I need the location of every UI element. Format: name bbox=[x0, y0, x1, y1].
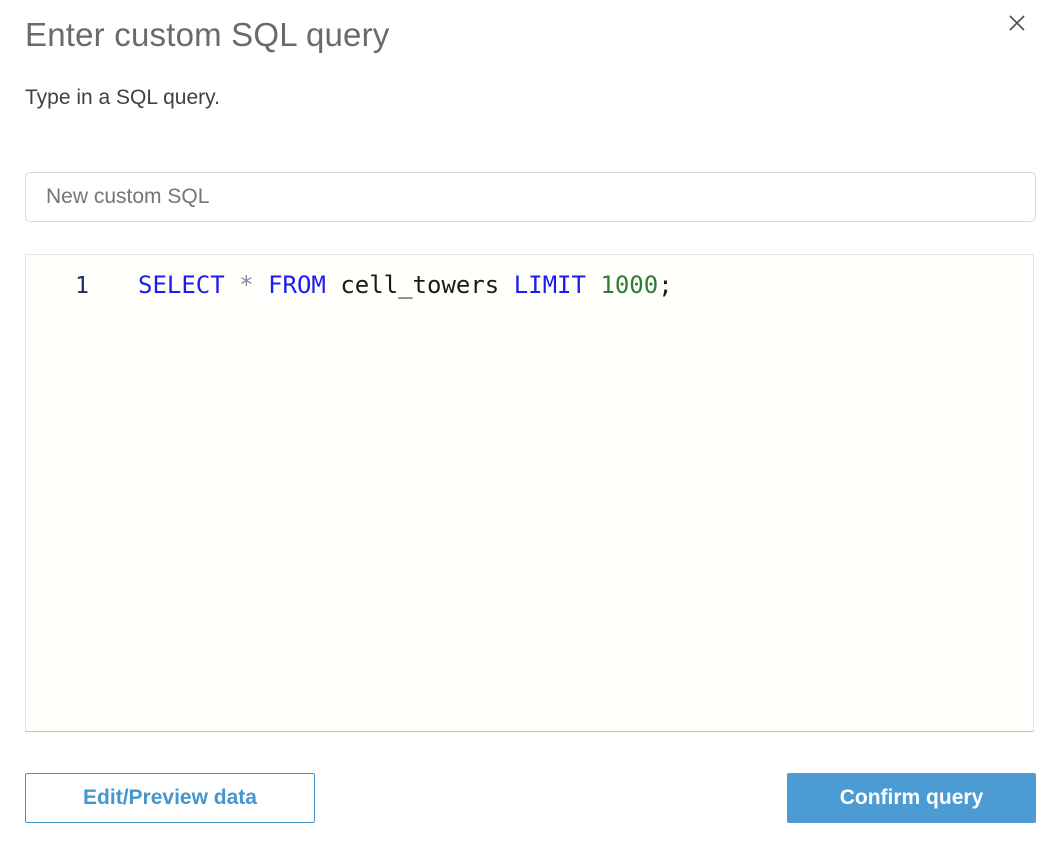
close-icon bbox=[1007, 13, 1027, 33]
confirm-query-button[interactable]: Confirm query bbox=[787, 773, 1036, 823]
line-number: 1 bbox=[75, 273, 89, 299]
sql-token-punctuation: ; bbox=[658, 271, 673, 299]
editor-line: 1 SELECT * FROM cell_towers LIMIT 1000; bbox=[26, 268, 1033, 303]
dialog-title: Enter custom SQL query bbox=[25, 16, 390, 53]
sql-code-line[interactable]: SELECT * FROM cell_towers LIMIT 1000; bbox=[89, 268, 673, 302]
sql-token-keyword: SELECT bbox=[138, 271, 240, 299]
dialog-header: Enter custom SQL query bbox=[25, 0, 1036, 54]
dialog-subtitle: Type in a SQL query. bbox=[25, 86, 220, 109]
edit-preview-data-button[interactable]: Edit/Preview data bbox=[25, 773, 315, 823]
close-button[interactable] bbox=[1000, 6, 1034, 40]
dialog-footer: Edit/Preview data Confirm query bbox=[25, 773, 1036, 823]
sql-token-keyword: FROM bbox=[268, 271, 341, 299]
sql-token-number: 1000 bbox=[600, 271, 659, 299]
sql-editor[interactable]: 1 SELECT * FROM cell_towers LIMIT 1000; bbox=[25, 254, 1034, 732]
sql-token-identifier: cell_towers bbox=[340, 271, 514, 299]
sql-token-keyword: LIMIT bbox=[513, 271, 601, 299]
sql-token-operator: * bbox=[239, 271, 269, 299]
custom-sql-name-input[interactable] bbox=[25, 172, 1036, 222]
